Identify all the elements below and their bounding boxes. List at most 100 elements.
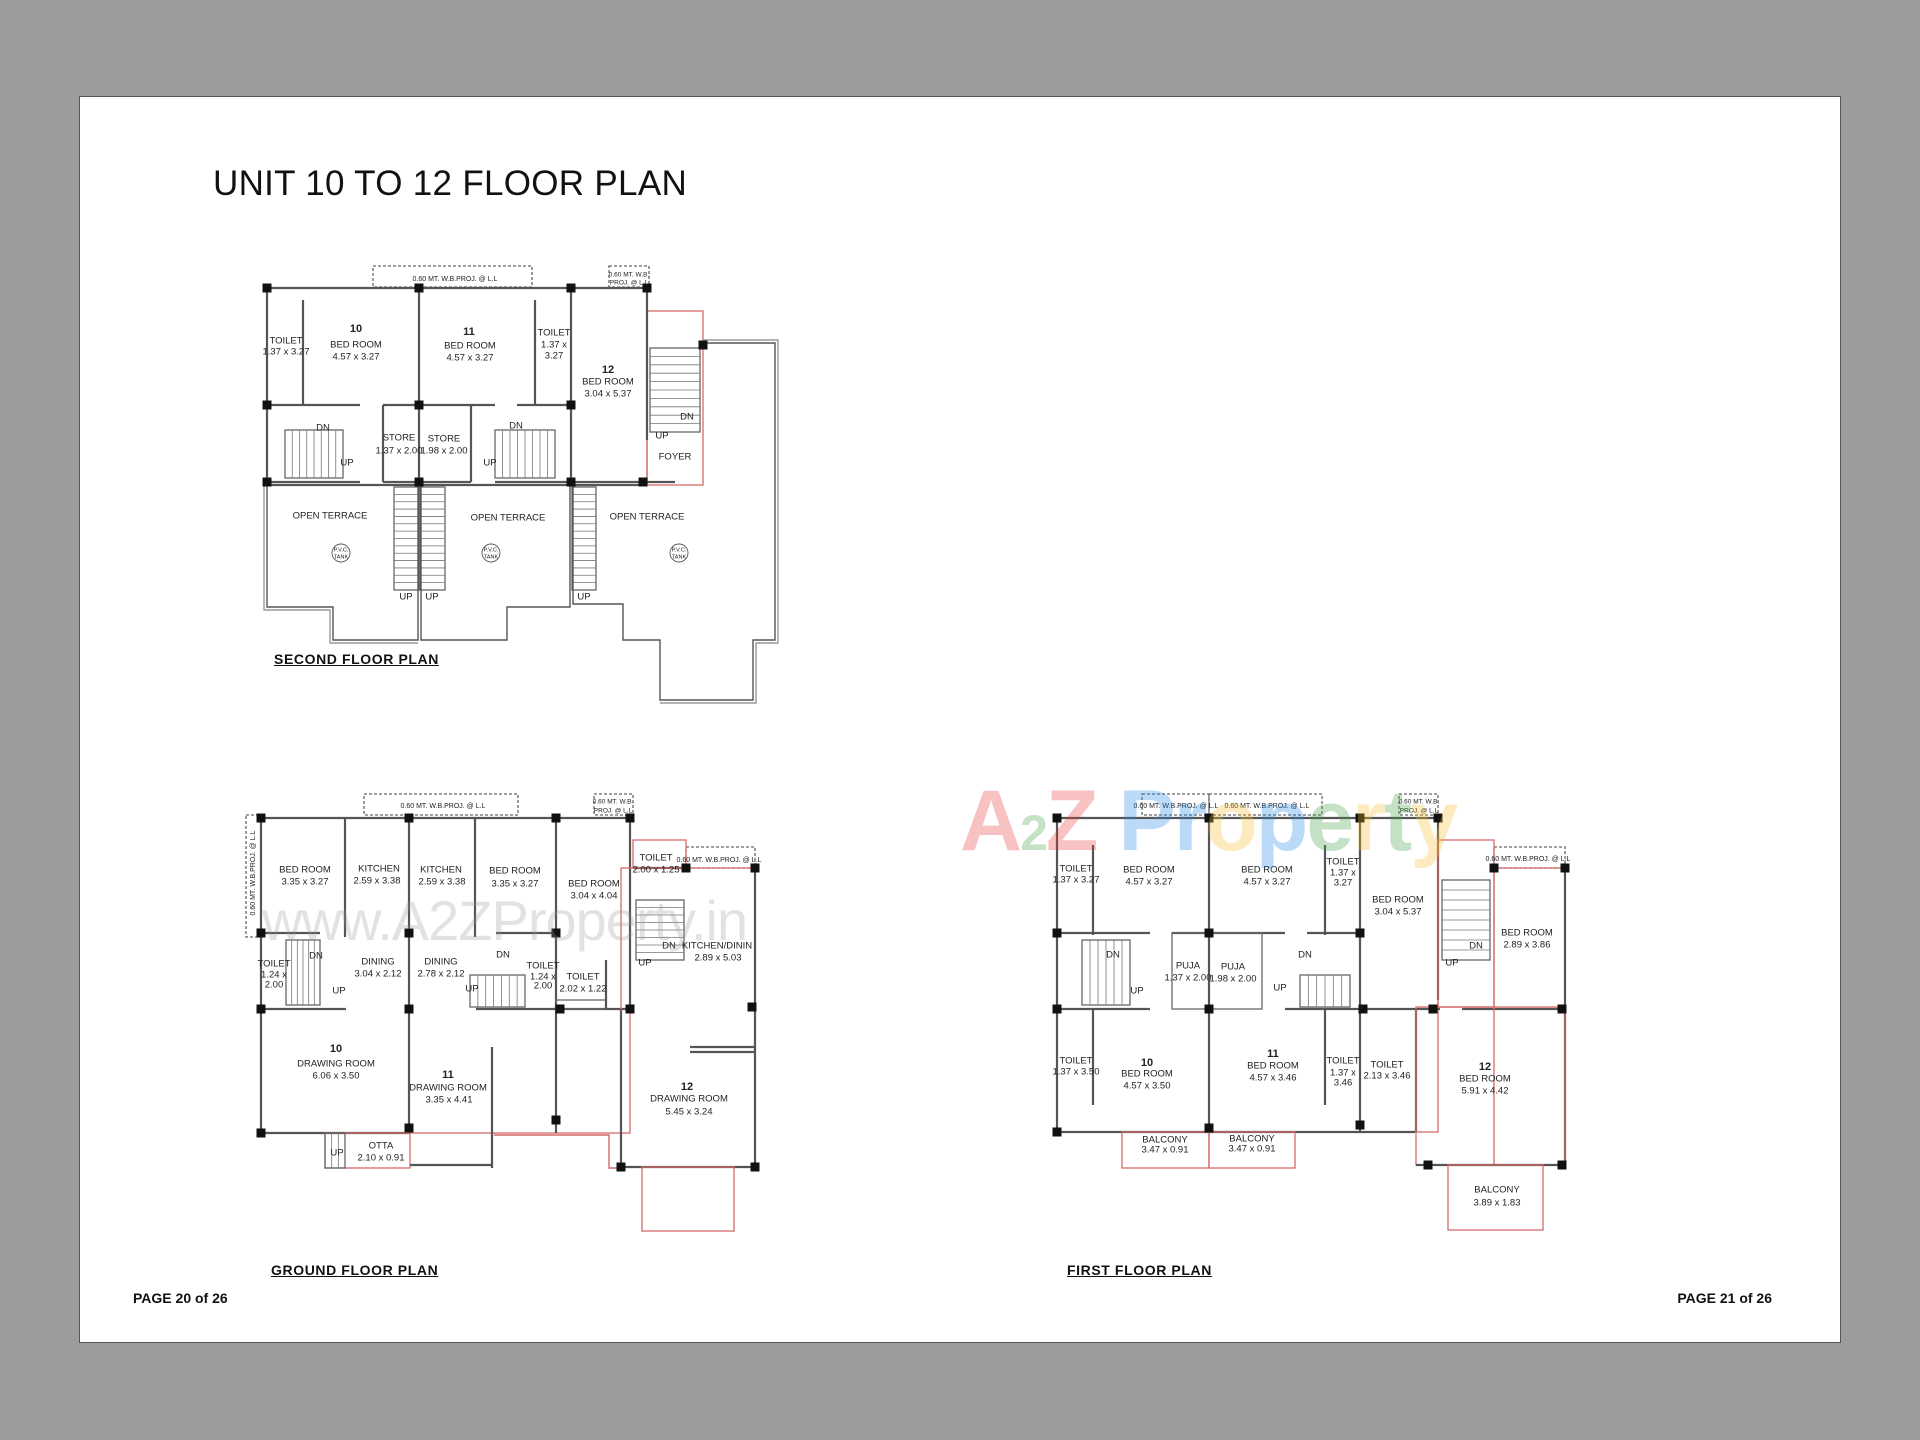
room-label: 3.35 x 3.27 <box>281 877 328 888</box>
room-label: OPEN TERRACE <box>610 512 685 523</box>
room-label: 0.60 MT. W.B. <box>1399 799 1440 806</box>
room-label: 1.37 x 3.27 <box>262 347 309 358</box>
room-label: BALCONY <box>1229 1134 1275 1145</box>
room-label: UP <box>1445 958 1458 969</box>
room-label: UP <box>330 1148 343 1159</box>
room-label: 3.47 x 0.91 <box>1228 1144 1275 1155</box>
staircase <box>469 974 526 1008</box>
pvc-tank-symbol <box>669 543 689 563</box>
column <box>256 1004 266 1014</box>
outline <box>660 339 779 704</box>
room-label: DINING <box>361 957 394 968</box>
puja-room-walls <box>1171 932 1263 1010</box>
room-label: KITCHEN <box>420 865 462 876</box>
room-label: DRAWING ROOM <box>409 1083 487 1094</box>
column <box>404 813 414 823</box>
unit-number-label: 11 <box>463 326 475 338</box>
column <box>404 1123 414 1133</box>
room-label: UP <box>340 458 353 469</box>
room-label: TOILET <box>1326 1056 1359 1067</box>
room-label: TOILET <box>566 972 599 983</box>
room-label: DN <box>1298 950 1312 961</box>
room-label: 2.89 x 5.03 <box>694 953 741 964</box>
column <box>566 283 576 293</box>
outline <box>266 485 419 641</box>
room-label: UP <box>399 592 412 603</box>
room-label: 0.60 MT. W.B.PROJ. @ L.L <box>250 830 257 915</box>
room-label: 0.60 MT. W.B.PROJ. @ L.L <box>401 803 486 810</box>
watermark-logo-letter: P <box>1118 773 1175 869</box>
page-number-left: PAGE 20 of 26 <box>133 1290 228 1306</box>
room-label: 0.60 MT. W.B.PROJ. @ L.L <box>1134 803 1219 810</box>
room-label: 0.60 MT. W.B.PROJ. @ L.L <box>1225 803 1310 810</box>
room-label: PUJA <box>1221 962 1246 973</box>
room-label: BED ROOM <box>444 341 496 352</box>
column <box>1052 1004 1062 1014</box>
watermark-url: www.A2ZProperty.in <box>262 889 748 952</box>
column <box>551 928 561 938</box>
room-label: 2.02 x 1.22 <box>559 984 606 995</box>
column <box>404 1004 414 1014</box>
unit-number-label: 12 <box>1479 1061 1491 1073</box>
column <box>414 477 424 487</box>
watermark-logo: A2Z Property <box>960 772 1458 871</box>
room-label: BED ROOM <box>1241 865 1293 876</box>
room-label: 1.37 x 3.27 <box>1052 875 1099 886</box>
room-label: 2.00 x 1.25 <box>632 865 679 876</box>
column <box>566 477 576 487</box>
room-label: 2.13 x 3.46 <box>1363 1071 1410 1082</box>
column <box>1204 928 1214 938</box>
watermark-logo-letter: Z <box>1045 773 1099 869</box>
room-label: 4.57 x 3.27 <box>446 353 493 364</box>
room-label: BED ROOM <box>1121 1069 1173 1080</box>
column <box>1355 813 1365 823</box>
column <box>698 340 708 350</box>
room-label: 1.37 x <box>1330 868 1356 879</box>
room-label: TOILET <box>639 853 672 864</box>
watermark-logo-letter <box>1096 773 1118 869</box>
outline <box>263 485 418 644</box>
outline <box>572 342 776 701</box>
room-label: BED ROOM <box>1501 928 1553 939</box>
column <box>616 1162 626 1172</box>
column <box>1355 1120 1365 1130</box>
column <box>414 283 424 293</box>
outline <box>420 485 571 641</box>
room-label: TOILET <box>1370 1060 1403 1071</box>
column <box>566 400 576 410</box>
room-label: 4.57 x 3.27 <box>1243 877 1290 888</box>
room-label: 3.35 x 3.27 <box>491 879 538 890</box>
room-label: 5.91 x 4.42 <box>1461 1086 1508 1097</box>
room-label: 1.37 x <box>541 340 567 351</box>
unit-number-label: 11 <box>442 1069 454 1081</box>
room-label: BED ROOM <box>1459 1074 1511 1085</box>
projection-box <box>363 793 519 816</box>
column <box>551 1115 561 1125</box>
pvc-tank-symbol <box>481 543 501 563</box>
room-label: KITCHEN <box>358 864 400 875</box>
wall-outline <box>1493 867 1566 1166</box>
outline <box>494 1134 621 1169</box>
room-label: 4.57 x 3.46 <box>1249 1073 1296 1084</box>
room-label: UP <box>465 984 478 995</box>
room-label: 3.89 x 1.83 <box>1473 1198 1520 1209</box>
room-label: 1.98 x 2.00 <box>420 446 467 457</box>
room-label: DN <box>509 421 523 432</box>
room-label: KITCHEN/DININ <box>682 941 752 952</box>
column <box>256 928 266 938</box>
watermark-logo-letter: r <box>1352 773 1385 869</box>
column <box>642 283 652 293</box>
room-label: UP <box>332 986 345 997</box>
room-label: DINING <box>424 957 457 968</box>
room-label: BED ROOM <box>1123 865 1175 876</box>
room-label: 2.89 x 3.86 <box>1503 940 1550 951</box>
room-label: BED ROOM <box>330 340 382 351</box>
room-label: STORE <box>383 433 416 444</box>
room-label: TOILET <box>1059 1056 1092 1067</box>
room-label: 0.60 MT. W.B.PROJ. @ L.L <box>1486 856 1571 863</box>
column <box>750 1162 760 1172</box>
room-label: 3.04 x 5.37 <box>584 389 631 400</box>
room-label: 0.60 MT. W.B. <box>609 272 650 279</box>
room-label: 2.78 x 2.12 <box>417 969 464 980</box>
column <box>681 863 691 873</box>
